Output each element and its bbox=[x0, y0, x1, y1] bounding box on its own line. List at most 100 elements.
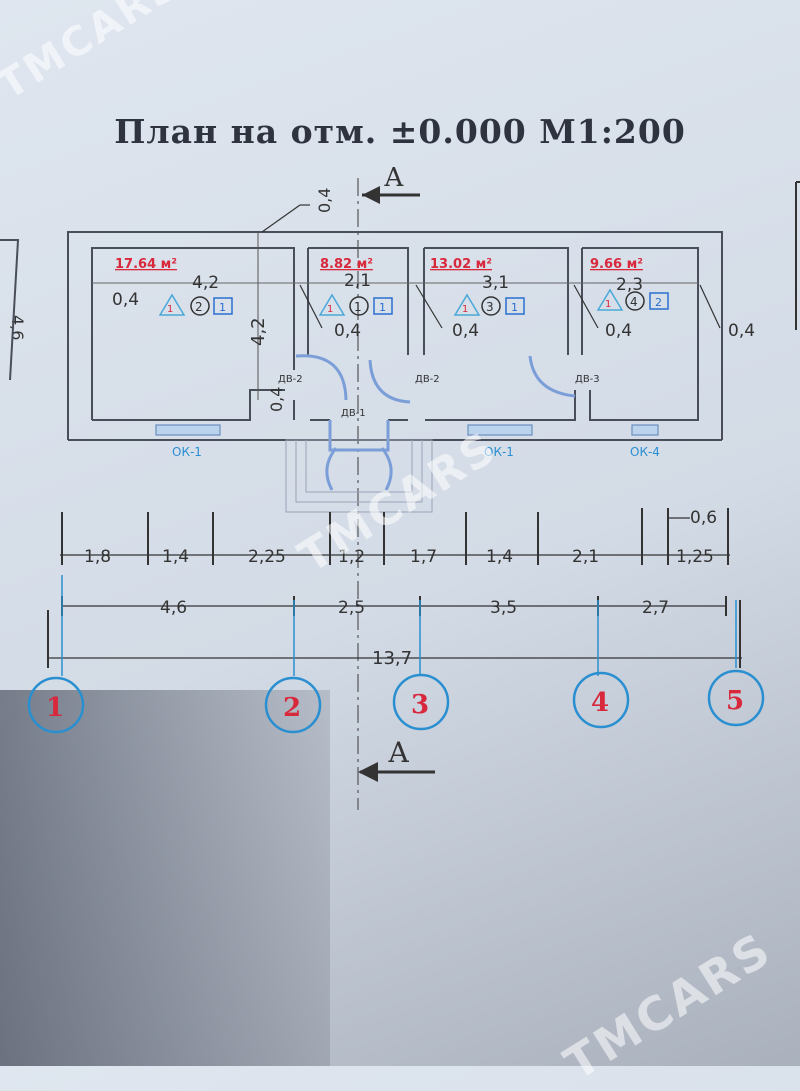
room-1-label: 17.64 м² 4,2 0,4 1 2 1 bbox=[112, 257, 233, 316]
svg-text:2,7: 2,7 bbox=[642, 598, 669, 618]
svg-text:3,5: 3,5 bbox=[490, 598, 517, 618]
svg-text:5: 5 bbox=[726, 686, 744, 716]
svg-text:2,1: 2,1 bbox=[572, 547, 599, 567]
svg-text:13.02 м²: 13.02 м² bbox=[430, 257, 492, 272]
neighbor-frame-edge bbox=[795, 181, 800, 330]
svg-text:4,6: 4,6 bbox=[160, 598, 187, 618]
dimension-total: 13,7 bbox=[47, 600, 742, 669]
svg-text:1: 1 bbox=[605, 299, 611, 310]
door-labels: ДВ-2 ДВ-2 ДВ-1 ДВ-3 bbox=[278, 374, 600, 419]
svg-text:3: 3 bbox=[486, 300, 494, 314]
room-number-circle-icon bbox=[349, 296, 369, 316]
svg-text:А: А bbox=[388, 736, 409, 769]
axis-bubble-1: 1 bbox=[27, 676, 85, 734]
axis-bubble-5: 5 bbox=[707, 669, 765, 727]
room-number-circle-icon bbox=[625, 291, 645, 311]
room-3-label: 13.02 м² 3,1 1 3 1 0,4 bbox=[415, 257, 525, 341]
section-mark-top: А bbox=[362, 163, 420, 204]
dimension-row-1: 1,8 1,4 2,25 1,2 1,7 1,4 2,1 1,25 0,6 bbox=[60, 508, 730, 567]
windows bbox=[155, 424, 659, 436]
svg-text:0,4: 0,4 bbox=[728, 321, 755, 341]
svg-text:2,3: 2,3 bbox=[616, 275, 643, 295]
tag-square-icon bbox=[649, 292, 669, 310]
svg-text:2,25: 2,25 bbox=[248, 547, 286, 567]
svg-text:0,4: 0,4 bbox=[605, 321, 632, 341]
svg-text:ОК-4: ОК-4 bbox=[630, 445, 660, 459]
svg-text:4: 4 bbox=[591, 688, 609, 718]
building-walls bbox=[67, 231, 723, 441]
type-triangle-icon bbox=[318, 293, 346, 316]
svg-text:1,4: 1,4 bbox=[486, 547, 513, 567]
tag-square-icon bbox=[505, 297, 525, 315]
svg-text:ДВ-1: ДВ-1 bbox=[341, 408, 366, 419]
svg-text:1: 1 bbox=[46, 693, 64, 723]
svg-text:0,6: 0,6 bbox=[690, 508, 717, 528]
svg-text:0,4: 0,4 bbox=[452, 321, 479, 341]
svg-text:1: 1 bbox=[327, 304, 333, 315]
axis-bubble-4: 4 bbox=[572, 671, 630, 729]
svg-text:ОК-1: ОК-1 bbox=[172, 445, 202, 459]
svg-text:ОК-1: ОК-1 bbox=[484, 445, 514, 459]
wall-labels: 0,4 4,2 0,4 0,4 4,6 bbox=[0, 188, 755, 412]
svg-text:2: 2 bbox=[283, 693, 301, 723]
dimension-row-2: 4,6 2,5 3,5 2,7 bbox=[61, 596, 727, 618]
page-title: План на отм. ±0.000 М1:200 bbox=[114, 112, 686, 151]
svg-text:2: 2 bbox=[195, 300, 203, 314]
svg-text:1: 1 bbox=[167, 304, 173, 315]
type-triangle-icon bbox=[596, 288, 624, 311]
room-number-circle-icon bbox=[190, 296, 210, 316]
svg-text:1,2: 1,2 bbox=[338, 547, 365, 567]
window-labels: ОК-1 ОК-1 ОК-4 bbox=[172, 445, 660, 459]
svg-text:1: 1 bbox=[379, 301, 386, 314]
svg-text:13,7: 13,7 bbox=[372, 648, 412, 669]
svg-text:2: 2 bbox=[655, 296, 662, 309]
svg-text:2,5: 2,5 bbox=[338, 598, 365, 618]
axis-bubble-3: 3 bbox=[392, 673, 450, 731]
svg-text:1,4: 1,4 bbox=[162, 547, 189, 567]
svg-text:2,1: 2,1 bbox=[344, 271, 371, 291]
door-dv3 bbox=[528, 355, 576, 398]
svg-text:А: А bbox=[384, 163, 404, 193]
tag-square-icon bbox=[213, 297, 233, 315]
door-dv2-right bbox=[368, 359, 411, 404]
porch-steps bbox=[285, 439, 433, 513]
svg-text:0,4: 0,4 bbox=[334, 321, 361, 341]
svg-text:1: 1 bbox=[354, 300, 362, 314]
type-triangle-icon bbox=[453, 293, 481, 316]
svg-text:1: 1 bbox=[219, 301, 226, 314]
svg-text:4,2: 4,2 bbox=[192, 273, 219, 293]
svg-text:1,25: 1,25 bbox=[676, 547, 714, 567]
window-ok1-left bbox=[155, 424, 221, 436]
section-mark-bottom: А bbox=[358, 736, 435, 782]
svg-text:4,6: 4,6 bbox=[8, 315, 27, 340]
svg-text:0,4: 0,4 bbox=[267, 387, 286, 412]
svg-text:4: 4 bbox=[630, 295, 638, 309]
doors bbox=[295, 354, 576, 491]
axis-bubble-2: 2 bbox=[264, 676, 322, 734]
svg-text:ДВ-3: ДВ-3 bbox=[575, 374, 600, 385]
svg-text:1: 1 bbox=[511, 301, 518, 314]
room-2-label: 8.82 м² 2,1 1 1 1 0,4 bbox=[299, 257, 393, 341]
svg-text:0,4: 0,4 bbox=[315, 188, 334, 213]
svg-text:9.66 м²: 9.66 м² bbox=[590, 257, 643, 272]
room-4-label: 9.66 м² 2,3 1 4 2 0,4 bbox=[573, 257, 669, 341]
door-dv1 bbox=[328, 420, 390, 452]
tag-square-icon bbox=[373, 297, 393, 315]
svg-text:8.82 м²: 8.82 м² bbox=[320, 257, 373, 272]
type-triangle-icon bbox=[158, 293, 186, 316]
axis-lines bbox=[61, 575, 737, 676]
svg-text:3: 3 bbox=[411, 690, 429, 720]
svg-text:1,8: 1,8 bbox=[84, 547, 111, 567]
svg-text:ДВ-2: ДВ-2 bbox=[415, 374, 440, 385]
window-ok4 bbox=[631, 424, 659, 436]
svg-text:1,7: 1,7 bbox=[410, 547, 437, 567]
svg-text:4,2: 4,2 bbox=[248, 317, 269, 346]
svg-text:17.64 м²: 17.64 м² bbox=[115, 257, 177, 272]
window-ok1-right bbox=[467, 424, 533, 436]
room-number-circle-icon bbox=[481, 296, 501, 316]
svg-text:3,1: 3,1 bbox=[482, 273, 509, 293]
door-dv2-left bbox=[295, 354, 348, 401]
floor-plan: А А bbox=[0, 163, 800, 810]
door-dv1-swing bbox=[325, 447, 393, 491]
svg-text:ДВ-2: ДВ-2 bbox=[278, 374, 303, 385]
